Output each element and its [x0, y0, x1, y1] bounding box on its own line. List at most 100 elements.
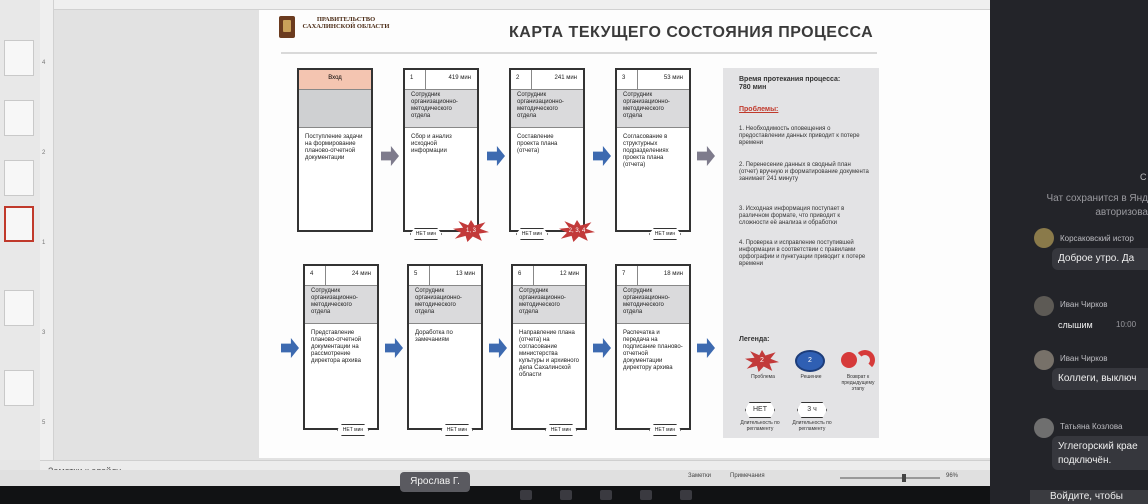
summary-panel: Время протекания процесса: 780 мин Пробл…: [723, 68, 879, 438]
slide-thumbnails: [0, 0, 40, 460]
camera-icon[interactable]: [560, 490, 572, 500]
legend-no-duration-icon: НЕТ: [745, 402, 775, 418]
notes-toggle-button[interactable]: Заметки: [688, 473, 711, 479]
duration-badge: НЕТ мин: [410, 228, 442, 240]
flow-arrow-icon: [489, 338, 507, 358]
chat-panel: С Чат сохранится в Янд авторизова Корсак…: [990, 0, 1148, 504]
step-role: Сотрудник организационно-методического о…: [513, 286, 585, 324]
legend-problem-caption: Проблема: [751, 374, 775, 380]
legend-solution-circle-icon: 2: [795, 350, 825, 372]
avatar: [1034, 296, 1054, 316]
message-author: Корсаковский истор: [1060, 234, 1134, 243]
step-text: Согласование в структурных подразделения…: [623, 134, 669, 168]
legend-return-caption: Возврат к предыдущему этапу: [841, 374, 875, 392]
zoom-slider-knob[interactable]: [902, 474, 906, 482]
step-role: Сотрудник организационно-методического о…: [617, 286, 689, 324]
duration-badge: НЕТ мин: [337, 424, 369, 436]
step-text: Сбор и анализ исходной информации: [411, 134, 452, 154]
input-box-header: Вход: [299, 70, 371, 90]
flow-arrow-icon: [697, 146, 715, 166]
sign-in-button[interactable]: Войдите, чтобы: [1030, 490, 1148, 504]
slide: ПРАВИТЕЛЬСТВО САХАЛИНСКОЙ ОБЛАСТИ КАРТА …: [259, 10, 1019, 458]
avatar: [1034, 350, 1054, 370]
step-number: 4: [310, 271, 314, 277]
flow-arrow-icon: [697, 338, 715, 358]
ruler-mark: 4: [42, 60, 46, 66]
step-time: 13 мин: [455, 271, 475, 277]
vertical-ruler: 4 2 1 3 5: [40, 0, 54, 460]
problem-item: 2. Перенесение данных в сводный план (от…: [739, 162, 869, 182]
participant-name-chip: Ярослав Г.: [400, 472, 470, 492]
screen-share-icon[interactable]: [600, 490, 612, 500]
message-bubble: Коллеги, выключ: [1052, 368, 1148, 390]
legend-problem-star-icon: 2: [745, 350, 779, 372]
input-box: Вход Поступление задачи на формирование …: [297, 68, 373, 232]
legend-solution-caption: Решение: [800, 374, 822, 380]
message-bubble: Доброе утро. Да: [1052, 248, 1148, 270]
legend-return-icon: [841, 350, 877, 370]
process-time-value: 780 мин: [739, 84, 767, 91]
header-separator: [325, 266, 326, 286]
step-number: 3: [622, 75, 626, 81]
header-separator: [531, 70, 532, 90]
slide-thumbnail[interactable]: [4, 100, 34, 136]
zoom-level: 96%: [946, 473, 959, 479]
hand-raise-icon[interactable]: [640, 490, 652, 500]
slide-thumbnail[interactable]: [4, 290, 34, 326]
slide-thumbnail[interactable]: [4, 40, 34, 76]
input-box-label: Вход: [328, 75, 342, 81]
message-author: Татьяна Козлова: [1060, 422, 1123, 431]
duration-badge: НЕТ мин: [649, 228, 681, 240]
flow-arrow-icon: [281, 338, 299, 358]
duration-badge: НЕТ мин: [441, 424, 473, 436]
avatar: [1034, 228, 1054, 248]
comments-toggle-button[interactable]: Примечания: [730, 473, 765, 479]
message-author: Иван Чирков: [1060, 354, 1108, 363]
step-role: Сотрудник организационно-методического о…: [405, 90, 477, 128]
flow-arrow-icon: [487, 146, 505, 166]
zoom-slider[interactable]: [840, 474, 940, 482]
step-header: 5 13 мин: [409, 266, 481, 286]
step-number: 6: [518, 271, 522, 277]
step-role: Сотрудник организационно-методического о…: [409, 286, 481, 324]
problems-title: Проблемы:: [739, 106, 779, 113]
slide-thumbnail[interactable]: [4, 160, 34, 196]
flow-arrow-icon: [381, 146, 399, 166]
message-bubble: Углегорский крае подключён.: [1052, 436, 1148, 470]
process-time-label: Время протекания процесса:: [739, 76, 841, 83]
flow-arrow-icon: [593, 146, 611, 166]
microphone-icon[interactable]: [520, 490, 532, 500]
more-options-icon[interactable]: [680, 490, 692, 500]
step-time: 24 мин: [351, 271, 371, 277]
step-number: 5: [414, 271, 418, 277]
step-number: 1: [410, 75, 414, 81]
call-controls-bar: [0, 486, 990, 504]
step-role: Сотрудник организационно-методического о…: [511, 90, 583, 128]
step-header: 4 24 мин: [305, 266, 377, 286]
step-box-1: 1 419 мин Сотрудник организационно-методи…: [403, 68, 479, 232]
step-number: 7: [622, 271, 626, 277]
step-time: 419 мин: [448, 75, 471, 81]
flow-arrow-icon: [593, 338, 611, 358]
slide-thumbnail[interactable]: [4, 370, 34, 406]
duration-badge: НЕТ мин: [516, 228, 548, 240]
duration-badge: НЕТ мин: [649, 424, 681, 436]
slide-thumbnail-active[interactable]: [4, 206, 34, 242]
legend-title: Легенда:: [739, 336, 770, 343]
legend-time-duration-icon: 3 ч: [797, 402, 827, 418]
legend-time-duration-caption: Длительность по регламенту: [792, 420, 832, 432]
chat-system-message: Чат сохранится в Янд авторизова: [1046, 193, 1148, 218]
problem-item: 1. Необходимость оповещения о предоставл…: [739, 126, 860, 146]
message-time: 10:00: [1116, 320, 1137, 329]
avatar: [1034, 418, 1054, 438]
header-separator: [637, 266, 638, 286]
header-separator: [425, 70, 426, 90]
message-author: Иван Чирков: [1060, 300, 1108, 309]
header-separator: [429, 266, 430, 286]
